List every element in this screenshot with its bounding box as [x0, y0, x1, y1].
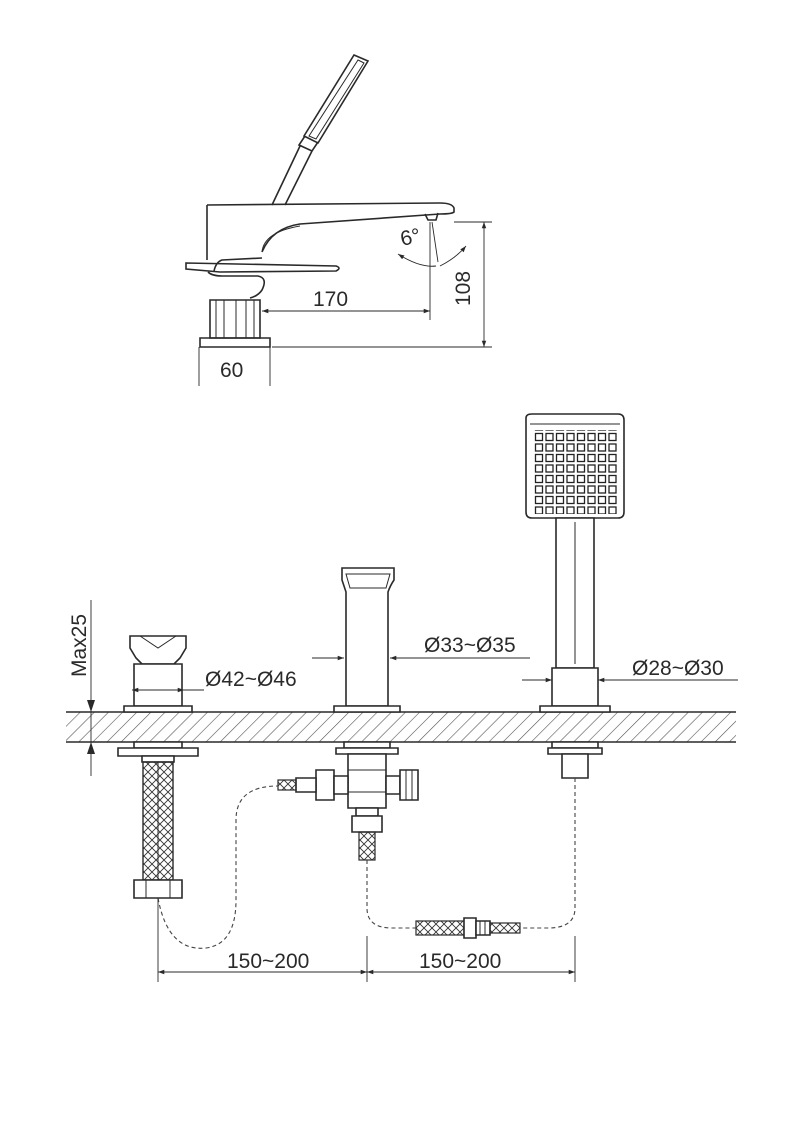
- dim-spacing-right-label: 150~200: [419, 950, 501, 973]
- front-view: Max25 Ø42~Ø46: [66, 413, 738, 982]
- dim-spout-hole: Ø33~Ø35: [312, 634, 530, 661]
- dim-spout-reach: 170: [262, 222, 431, 320]
- dim-spacing-left-label: 150~200: [227, 950, 309, 973]
- dim-valve-hole-label: Ø42~Ø46: [205, 668, 297, 691]
- dim-angle: 6°: [397, 221, 467, 267]
- spout-body-side: [206, 202, 455, 260]
- dim-valve-hole: Ø42~Ø46: [132, 668, 297, 693]
- dim-spacing: 150~200 150~200: [157, 898, 576, 982]
- dim-deck-max-label: Max25: [68, 614, 91, 677]
- hand-shower-front: [525, 413, 625, 779]
- mounting-deck: [66, 711, 736, 743]
- dim-base-width-label: 60: [220, 359, 243, 382]
- dim-height: 108: [272, 221, 492, 348]
- shower-hose-connector: [415, 917, 521, 939]
- dim-shower-hole-label: Ø28~Ø30: [632, 657, 724, 680]
- dim-shower-hole: Ø28~Ø30: [522, 657, 738, 683]
- lever-side: [185, 257, 340, 299]
- dim-deck-max: Max25: [68, 600, 122, 776]
- valve-handle-front: [117, 635, 199, 899]
- hand-shower-side: [271, 53, 370, 206]
- hose-routes: [157, 778, 576, 949]
- spout-front: [277, 567, 419, 861]
- dim-spout-reach-label: 170: [313, 288, 348, 311]
- dim-base-width: 60: [198, 347, 271, 386]
- dim-height-label: 108: [452, 271, 475, 306]
- base-column-side: [199, 299, 271, 348]
- dim-angle-label: 6°: [398, 224, 422, 251]
- side-view: 170 60 108 6°: [185, 53, 492, 386]
- dim-spout-hole-label: Ø33~Ø35: [424, 634, 516, 657]
